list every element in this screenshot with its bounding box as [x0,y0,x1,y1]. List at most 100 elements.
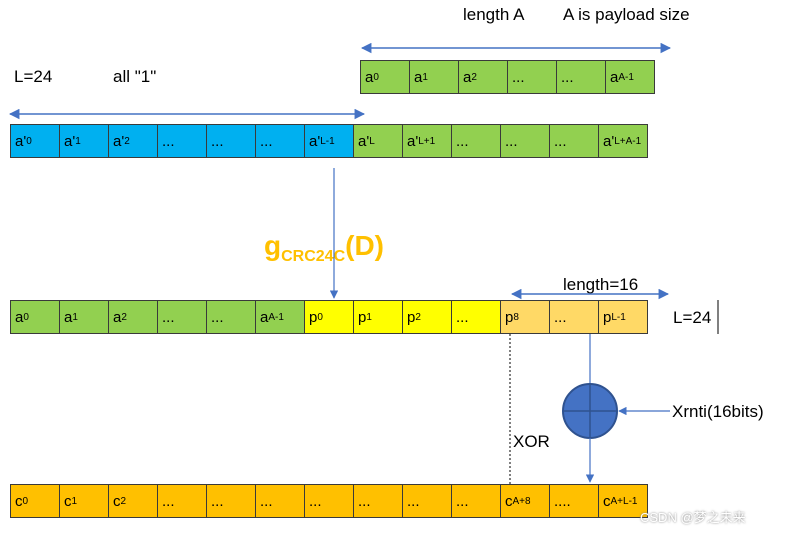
length-a-label: length A [463,5,525,24]
bit-index: 1 [366,311,372,323]
bit-symbol: a' [603,132,615,150]
bit-symbol: .... [554,492,571,510]
bit-symbol: a [414,68,423,86]
bit-symbol: p [407,308,416,326]
extended-bit-cell: ... [451,124,501,158]
bit-symbol: ... [211,308,224,326]
bit-symbol: ... [456,492,469,510]
bit-index: 0 [373,71,379,83]
coded-bit-cell: ... [402,484,452,518]
crc-generator-label: gCRC24C(D) [264,232,384,265]
bit-index: 2 [415,311,421,323]
bit-index: 0 [22,495,29,507]
coded-bit-cell: .... [549,484,599,518]
bit-index: 0 [26,135,32,147]
crc-g-subscript: CRC24C [281,248,346,265]
payload-bit-cell: ... [556,60,606,94]
bit-index: L-1 [320,135,335,147]
bit-symbol: ... [260,132,273,150]
coded-bit-cell: ... [157,484,207,518]
bit-symbol: ... [260,492,273,510]
bit-symbol: a' [15,132,27,150]
bit-index: 1 [422,71,428,83]
bit-symbol: c [15,492,23,510]
bit-symbol: a [610,68,619,86]
bit-symbol: ... [512,68,525,86]
bit-symbol: c [64,492,72,510]
bit-index: 2 [124,135,130,147]
xrnti-label: Xrnti(16bits) [672,402,764,421]
bit-symbol: ... [554,308,567,326]
bit-symbol: a' [309,132,321,150]
bit-index: 2 [121,311,127,323]
watermark: CSDN @梦之未来 [640,510,746,525]
bit-symbol: c [113,492,121,510]
parity-bit-cell: ... [157,300,207,334]
coded-bit-cell: ... [255,484,305,518]
l24-label-right: L=24 [673,308,712,327]
bit-index: 2 [471,71,477,83]
bit-symbol: p [358,308,367,326]
bit-symbol: ... [211,492,224,510]
bit-symbol: a [64,308,73,326]
xor-label: XOR [513,432,550,451]
bit-symbol: ... [456,308,469,326]
bit-symbol: a' [113,132,125,150]
bit-symbol: ... [162,308,175,326]
all-ones-label: all "1" [113,67,157,86]
bit-symbol: ... [162,132,175,150]
bit-symbol: ... [407,492,420,510]
bit-symbol: p [309,308,318,326]
bit-index: L [369,135,375,147]
bit-symbol: ... [358,492,371,510]
bit-index: 8 [513,311,519,323]
extended-bit-cell: a'L+1 [402,124,452,158]
parity-bit-cell: ... [549,300,599,334]
bit-symbol: ... [456,132,469,150]
bit-symbol: ... [561,68,574,86]
extended-bit-cell: a'L [353,124,403,158]
bit-index: A-1 [268,311,284,323]
bit-index: 1 [75,135,81,147]
bit-symbol: a' [407,132,419,150]
bit-index: L+A-1 [614,135,642,147]
bit-index: L-1 [611,311,626,323]
bit-symbol: a [113,308,122,326]
bit-index: A+L-1 [610,495,638,507]
coded-bit-cell: ... [451,484,501,518]
extended-bit-cell: ... [157,124,207,158]
bit-symbol: ... [554,132,567,150]
bit-symbol: a [15,308,24,326]
extended-bit-cell: a'0 [10,124,60,158]
bit-symbol: a' [358,132,370,150]
bit-index: 0 [23,311,29,323]
crc-g-letter: g [264,230,282,261]
bit-symbol: c [603,492,611,510]
bit-symbol: ... [162,492,175,510]
payload-bit-cell: ... [507,60,557,94]
extended-bit-cell: ... [500,124,550,158]
bit-symbol: ... [309,492,322,510]
bit-symbol: p [603,308,612,326]
bit-index: 1 [71,495,78,507]
crc-g-argument: (D) [345,230,384,261]
bit-index: 1 [72,311,78,323]
extended-bit-cell: ... [255,124,305,158]
coded-bit-cell: ... [206,484,256,518]
bit-symbol: p [505,308,514,326]
extended-bit-cell: ... [549,124,599,158]
bit-symbol: a [463,68,472,86]
bit-index: 0 [317,311,323,323]
extended-bit-cell: a'1 [59,124,109,158]
